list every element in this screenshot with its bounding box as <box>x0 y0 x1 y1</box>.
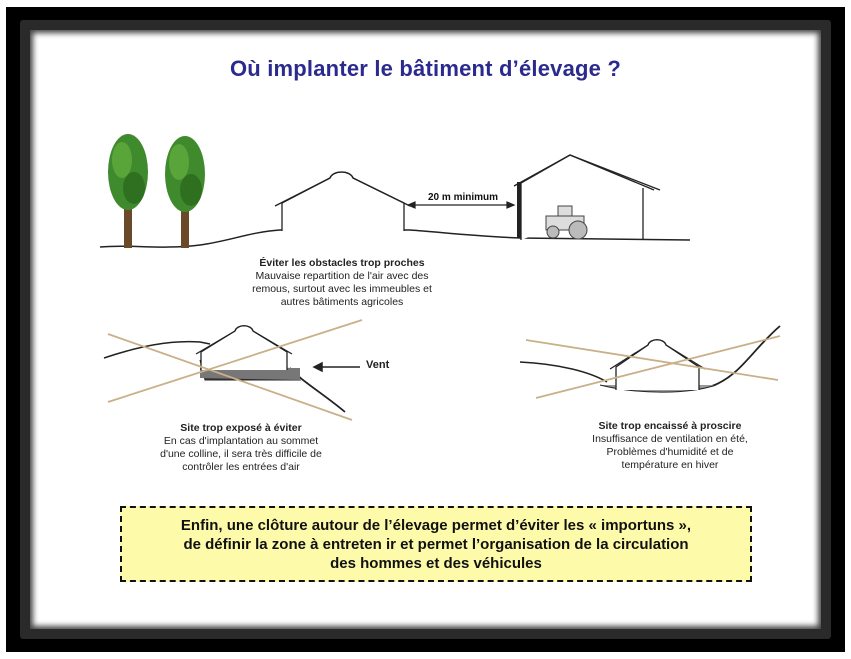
caption-obstacles-heading: Éviter les obstacles trop proches <box>259 257 425 269</box>
caption-obstacles-line: autres bâtiments agricoles <box>280 296 404 308</box>
caption-enclosed-line: température en hiver <box>621 459 719 471</box>
caption-exposed-line: d'une colline, il sera très difficile de <box>160 448 322 460</box>
tall-wall-marker <box>517 182 521 238</box>
note-line: Enfin, une clôture autour de l’élevage p… <box>180 517 692 534</box>
distance-label: 20 m minimum <box>428 192 499 203</box>
caption-exposed-line: contrôler les entrées d'air <box>182 461 300 473</box>
caption-obstacles-line: remous, surtout avec les immeubles et <box>252 283 432 295</box>
caption-enclosed-line: Insuffisance de ventilation en été, <box>592 433 748 445</box>
caption-enclosed: Site trop encaissé à proscire Insuffisan… <box>560 420 780 472</box>
small-barn-icon <box>274 171 411 231</box>
tractor-icon <box>545 205 588 240</box>
caption-obstacles: Éviter les obstacles trop proches Mauvai… <box>222 257 462 309</box>
tree-right-icon <box>165 136 205 248</box>
note-line: des hommes et des véhicules <box>330 555 542 572</box>
note-line: de définir la zone à entreten ir et perm… <box>183 536 689 553</box>
distance-arrow <box>406 201 516 209</box>
slide-title: Où implanter le bâtiment d’élevage ? <box>229 56 622 81</box>
wind-arrow-icon <box>312 361 360 373</box>
tree-left-icon <box>108 134 148 248</box>
wind-label: Vent <box>366 359 390 371</box>
fence-note-box: Enfin, une clôture autour de l’élevage p… <box>120 506 752 582</box>
valley-scene <box>519 325 781 399</box>
caption-enclosed-line: Problèmes d'humidité et de <box>606 446 734 458</box>
caption-enclosed-heading: Site trop encaissé à proscire <box>598 420 742 432</box>
caption-obstacles-line: Mauvaise repartition de l'air avec des <box>255 270 429 282</box>
ground-line-top <box>99 229 691 248</box>
hill-scene <box>103 319 363 421</box>
caption-exposed-line: En cas d'implantation au sommet <box>163 435 319 447</box>
caption-exposed: Site trop exposé à éviter En cas d'impla… <box>126 422 356 474</box>
caption-exposed-heading: Site trop exposé à éviter <box>180 422 302 434</box>
